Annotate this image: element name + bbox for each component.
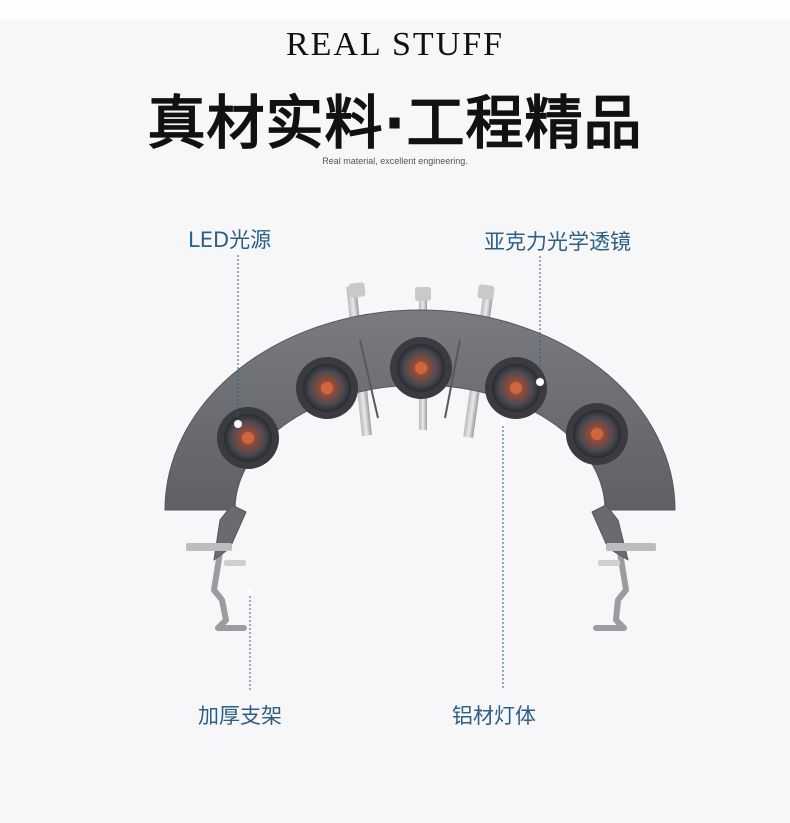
callout-aluminum-body: 铝材灯体 xyxy=(452,704,536,728)
thick-bracket xyxy=(186,504,656,631)
title-chinese: 真材实料·工程精品 xyxy=(147,89,643,157)
led-lens xyxy=(296,357,358,419)
led-lens xyxy=(390,337,452,399)
body-seams xyxy=(359,339,461,419)
callout-thick-bracket: 加厚支架 xyxy=(198,704,282,728)
callout-lines xyxy=(237,255,541,690)
top-band xyxy=(0,0,790,20)
led-lens xyxy=(217,407,279,469)
callout-dots xyxy=(234,378,544,595)
title-english: REAL STUFF xyxy=(285,26,505,63)
led-lenses xyxy=(217,337,628,469)
led-lens xyxy=(485,357,547,419)
subtitle: Real material, excellent engineering. xyxy=(322,156,468,166)
callout-led-source: LED光源 xyxy=(188,228,272,252)
callout-acrylic-lens: 亚克力光学透镜 xyxy=(484,230,631,254)
led-lens xyxy=(566,403,628,465)
